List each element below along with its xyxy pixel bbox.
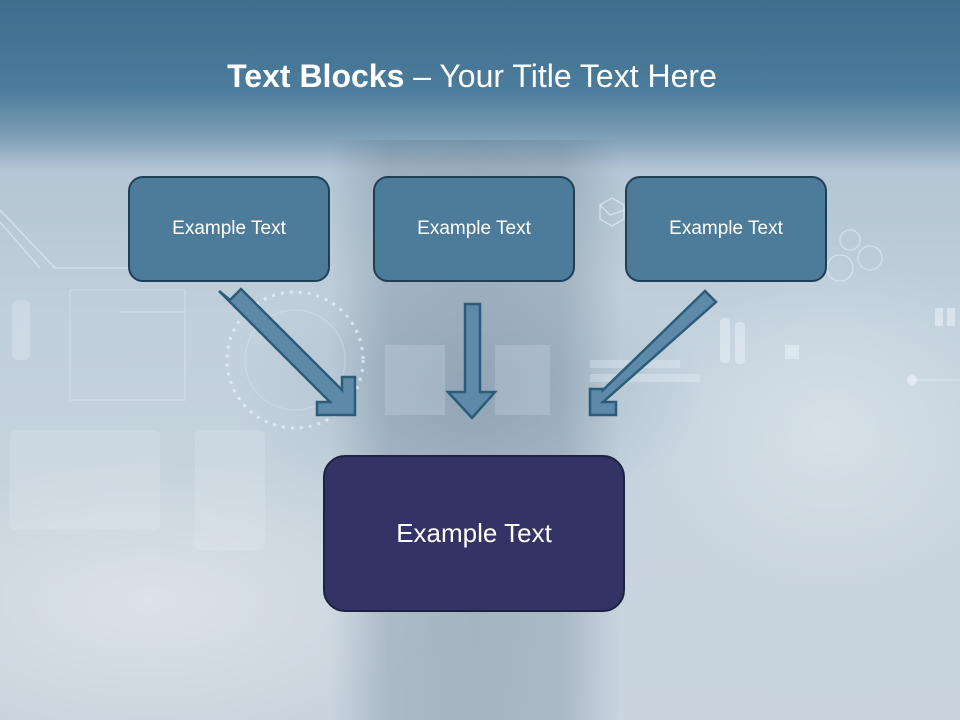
arrow-down-right bbox=[218, 287, 357, 417]
title-dash: – bbox=[404, 58, 440, 94]
text-block-1[interactable]: Example Text bbox=[128, 176, 330, 282]
arrow-down bbox=[445, 302, 498, 420]
title-regular: Your Title Text Here bbox=[439, 58, 717, 94]
text-block-2[interactable]: Example Text bbox=[373, 176, 575, 282]
text-block-3-label: Example Text bbox=[669, 218, 783, 239]
text-block-2-label: Example Text bbox=[417, 218, 531, 239]
arrow-down-left bbox=[588, 289, 718, 417]
text-block-1-label: Example Text bbox=[172, 218, 286, 239]
title-bold: Text Blocks bbox=[227, 58, 405, 94]
text-block-3[interactable]: Example Text bbox=[625, 176, 827, 282]
main-text-block[interactable]: Example Text bbox=[323, 455, 625, 612]
slide-title: Text Blocks – Your Title Text Here bbox=[0, 54, 944, 98]
main-text-block-label: Example Text bbox=[396, 518, 552, 548]
